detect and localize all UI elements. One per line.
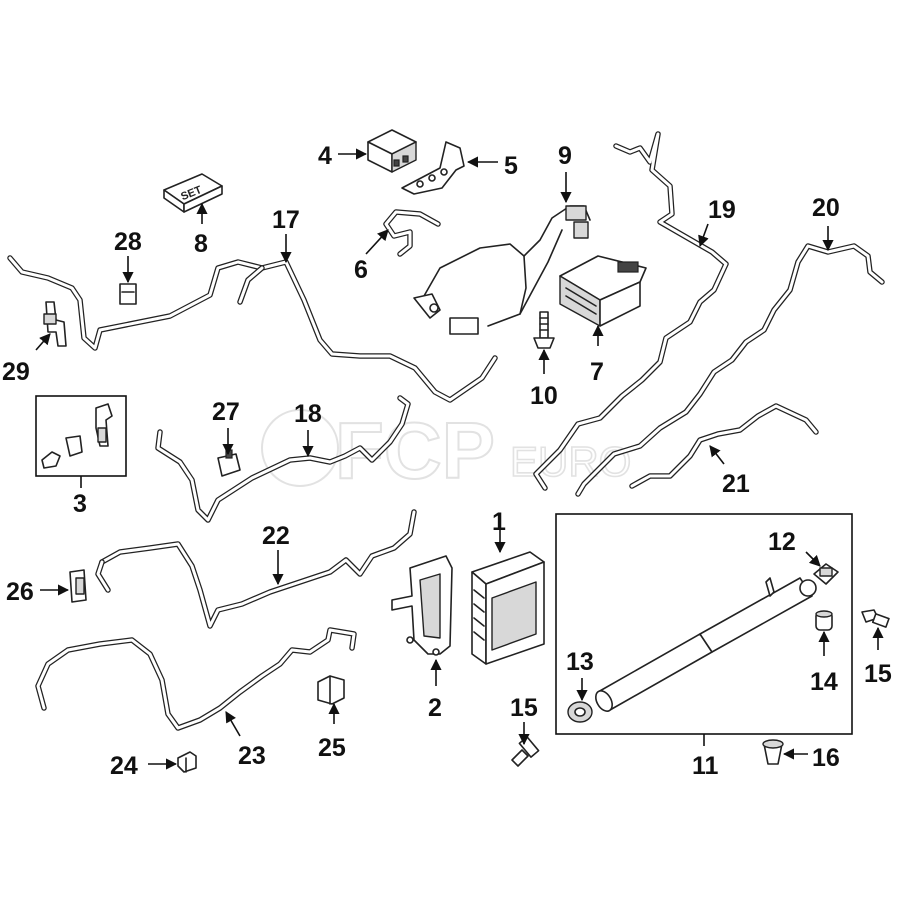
part-13-bushing	[567, 701, 593, 723]
part-6-tube	[383, 209, 441, 257]
callout-11: 11	[692, 752, 719, 780]
callout-3: 3	[73, 490, 87, 518]
callout-27: 27	[212, 398, 240, 426]
part-12-fitting	[813, 563, 839, 585]
part-11-cylinder	[595, 577, 817, 712]
callout-17: 17	[272, 206, 300, 234]
part-24-sensor	[177, 751, 197, 773]
part-16-bushing	[762, 739, 784, 765]
callout-18: 18	[294, 400, 322, 428]
part-8-kit: SET	[163, 173, 223, 213]
part-21-line	[629, 403, 819, 489]
part-3-kit	[41, 403, 113, 469]
callout-16: 16	[812, 744, 840, 772]
part-23-line	[35, 627, 357, 731]
part-26-connector	[69, 569, 87, 603]
callout-29: 29	[2, 358, 30, 386]
callout-1: 1	[492, 508, 506, 536]
part-20-line	[575, 243, 885, 497]
callout-25: 25	[318, 734, 346, 762]
part-15-bolt-right	[861, 609, 890, 628]
callout-13: 13	[566, 648, 594, 676]
callout-8: 8	[194, 230, 208, 258]
part-19-line	[533, 131, 729, 491]
callout-19: 19	[708, 196, 736, 224]
callout-6: 6	[354, 256, 368, 284]
leader-arrows	[35, 148, 884, 770]
callout-12: 12	[768, 528, 796, 556]
part-4-relay	[367, 129, 417, 173]
part-7-module	[559, 255, 647, 327]
callout-23: 23	[238, 742, 266, 770]
callout-26: 26	[6, 578, 34, 606]
part-10-bolt	[533, 311, 555, 349]
callout-15-left: 15	[510, 694, 538, 722]
part-28-clip	[119, 283, 137, 305]
callout-4: 4	[318, 142, 332, 170]
part-9-harness	[413, 205, 591, 335]
callout-14: 14	[810, 668, 838, 696]
part-18-line	[155, 395, 411, 523]
callout-24: 24	[110, 752, 138, 780]
watermark: FCP EURO	[261, 405, 632, 496]
part-15-bolt-left	[511, 736, 540, 767]
callout-22: 22	[262, 522, 290, 550]
part-14-bushing	[815, 610, 833, 631]
part-2-bracket	[391, 555, 453, 656]
part-27-sensor	[217, 449, 241, 477]
part-17-line	[7, 255, 498, 403]
callout-28: 28	[114, 228, 142, 256]
callout-7: 7	[590, 358, 604, 386]
part-1-module	[471, 551, 545, 665]
callout-21: 21	[722, 470, 750, 498]
callout-10: 10	[530, 382, 558, 410]
callout-9: 9	[558, 142, 572, 170]
callout-15-right: 15	[864, 660, 892, 688]
callout-5: 5	[504, 152, 518, 180]
part-22-line	[95, 509, 417, 629]
watermark-suffix: EURO	[510, 438, 631, 485]
part-25-connector	[317, 675, 345, 705]
part-5-bracket	[401, 141, 465, 195]
part-29-connector	[43, 301, 67, 347]
callout-20: 20	[812, 194, 840, 222]
callout-2: 2	[428, 694, 442, 722]
